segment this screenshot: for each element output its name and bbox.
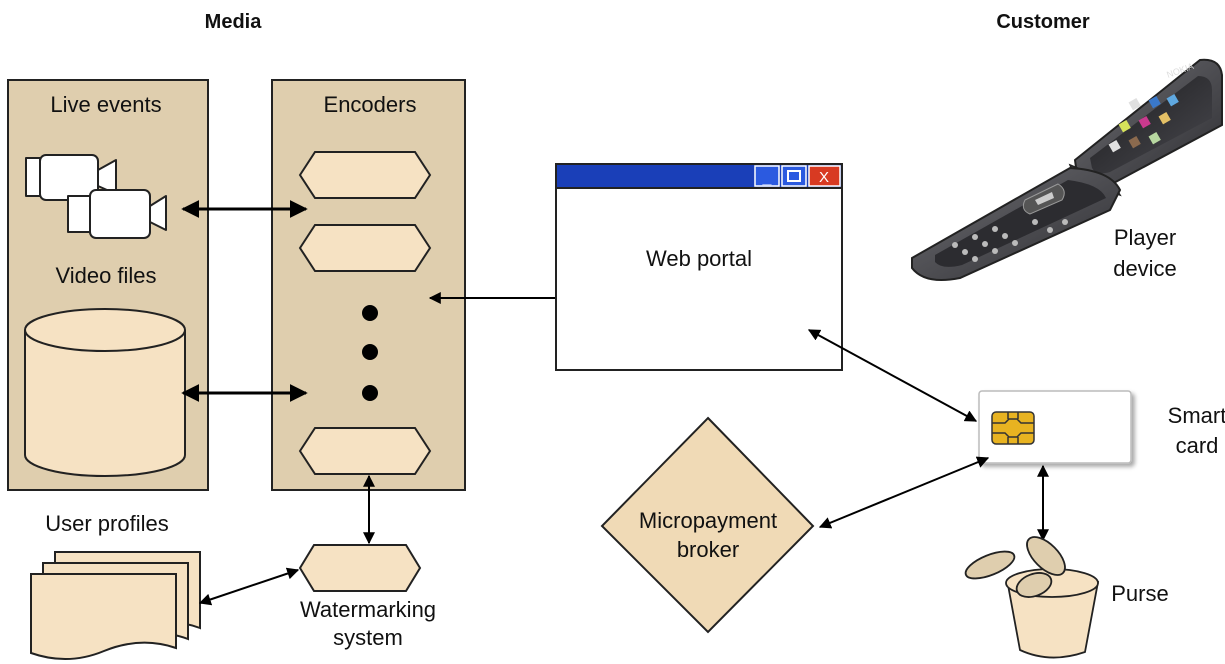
arrow-profiles-watermarking [198, 567, 300, 606]
encoders-panel [271, 79, 466, 491]
mobile-phone-icon: NOKIA [911, 58, 1223, 281]
user-profiles-label: User profiles [45, 511, 168, 536]
purse-icon [964, 536, 1100, 659]
maximize-button[interactable] [781, 165, 807, 187]
documents-icon [30, 551, 201, 661]
micropayment-label-line2: broker [677, 537, 739, 562]
video-files-label: Video files [55, 263, 156, 288]
encoder-node [298, 427, 432, 475]
media-heading: Media [205, 11, 263, 33]
minimize-button[interactable] [754, 165, 780, 187]
encoder-node [298, 151, 432, 199]
ellipsis-dot [362, 385, 378, 401]
encoder-node [298, 224, 432, 272]
micropayment-label-line1: Micropayment [639, 508, 777, 533]
player-device-label-line2: device [1113, 256, 1177, 281]
web-portal-label: Web portal [646, 246, 752, 271]
purse-label: Purse [1111, 581, 1168, 606]
close-icon: X [819, 169, 829, 186]
minimize-icon: _ [762, 170, 773, 187]
micropayment-broker-node [600, 416, 815, 634]
live-events-label: Live events [50, 92, 161, 117]
encoders-label: Encoders [324, 92, 417, 117]
web-portal-window[interactable]: _ X Web portal [555, 163, 843, 371]
video-database-icon [24, 308, 186, 477]
ellipsis-dot [362, 305, 378, 321]
smart-card-icon [978, 390, 1132, 464]
ellipsis-dot [362, 344, 378, 360]
arrow-webportal-smartcard [807, 329, 978, 422]
maximize-icon [787, 170, 801, 182]
customer-heading: Customer [996, 11, 1090, 33]
camera-icon [67, 189, 167, 239]
watermarking-node [298, 544, 422, 592]
close-button[interactable] [808, 165, 841, 187]
arrow-broker-smartcard [818, 456, 990, 529]
smart-card-label-line2: card [1176, 433, 1219, 458]
watermarking-label-line2: system [333, 625, 403, 650]
player-device-label-line1: Player [1114, 225, 1176, 250]
camera-icon [25, 154, 117, 201]
smart-card-label-line1: Smart [1168, 403, 1225, 428]
chip-icon [991, 411, 1035, 445]
watermarking-label-line1: Watermarking [300, 597, 436, 622]
